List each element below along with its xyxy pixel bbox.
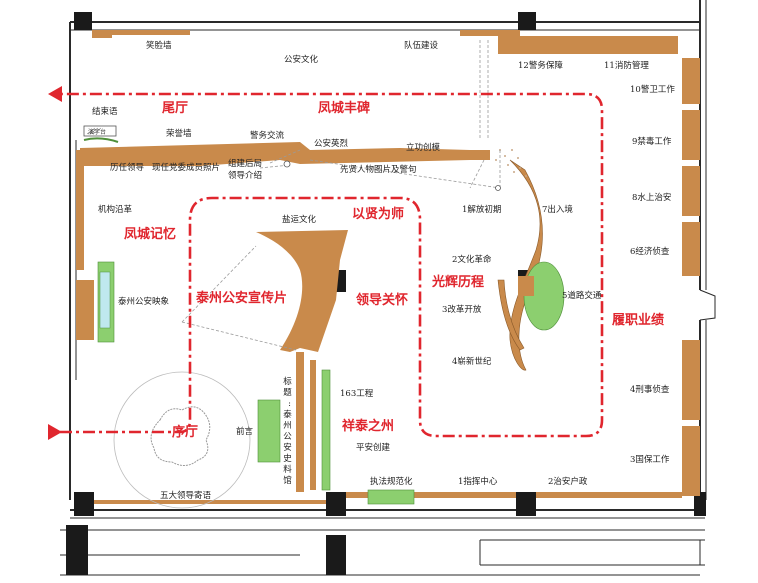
structural-columns xyxy=(66,12,706,575)
label-taizhou-video: 泰州公安映象 xyxy=(118,296,170,307)
label-museum-title: 标题:泰州公安史料馆 xyxy=(283,376,293,486)
label-police-culture: 公安文化 xyxy=(284,54,319,65)
label-police-support: 12警务保障 xyxy=(518,60,563,71)
label-entry-exit: 7出入境 xyxy=(542,204,573,215)
label-police-exchange: 警务交流 xyxy=(250,130,285,141)
label-road-traffic: 5道路交通 xyxy=(562,290,602,301)
label-institutional-history: 机构沿革 xyxy=(98,204,133,215)
museum-title-glyph: 题 xyxy=(283,388,293,398)
museum-title-glyph: : xyxy=(288,399,292,409)
route-arrow-exit xyxy=(48,86,62,102)
label-current-members: 现任党委成员照片 xyxy=(152,162,220,173)
label-cultural-revolution: 2文化革命 xyxy=(452,254,492,265)
label-leader-intro: 领导介绍 xyxy=(228,170,262,181)
visit-route xyxy=(60,92,604,438)
label-podium: 演字台 xyxy=(88,128,106,136)
zone-taizhou-promo: 泰州公安宣传片 xyxy=(195,290,287,306)
label-leading-group: 组建后局 xyxy=(228,158,262,169)
video-screen xyxy=(99,271,111,329)
label-law-enforcement: 执法规范化 xyxy=(370,476,413,487)
museum-title-glyph: 公 xyxy=(283,432,293,442)
podium-box xyxy=(83,125,117,137)
zone-fengcheng-monument: 凤城丰碑 xyxy=(318,100,370,116)
label-guard-work: 10警卫工作 xyxy=(630,84,675,95)
zone-tail-hall: 尾厅 xyxy=(162,101,188,116)
promo-screen-shape xyxy=(256,230,348,352)
zone-glory-history: 光辉历程 xyxy=(431,274,484,290)
museum-title-glyph: 史 xyxy=(283,453,293,464)
prelude-sculpture xyxy=(150,406,211,466)
label-command-center: 1指挥中心 xyxy=(458,476,498,487)
label-closing: 结束语 xyxy=(92,106,118,117)
building-walls xyxy=(60,0,716,576)
label-peaceful-building: 平安创建 xyxy=(356,442,391,453)
label-liberation-era: 1解放初期 xyxy=(462,204,501,215)
light-marker xyxy=(283,160,291,168)
museum-title-glyph: 安 xyxy=(283,442,293,453)
label-smile-wall: 笑脸墙 xyxy=(146,40,172,51)
label-heroes: 公安英烈 xyxy=(314,138,349,149)
label-public-security-admin: 2治安户政 xyxy=(548,476,588,487)
label-criminal-investigation: 4刑事侦查 xyxy=(630,384,670,395)
label-economic-investigation: 6经济侦查 xyxy=(630,246,670,257)
label-fire-management: 11消防管理 xyxy=(604,60,649,71)
label-state-security: 3国保工作 xyxy=(630,454,670,465)
label-team-building: 队伍建设 xyxy=(404,40,439,51)
museum-title-glyph: 州 xyxy=(283,421,293,431)
label-leader-messages: 五大领导寄语 xyxy=(160,490,212,501)
label-water-security: 8水上治安 xyxy=(632,192,671,203)
zone-yixian-weishi: 以贤为师 xyxy=(352,206,404,222)
label-meritorious: 立功创模 xyxy=(406,142,441,153)
prelude-circle xyxy=(113,371,251,509)
guide-lines xyxy=(181,40,501,351)
label-honor-wall: 荣誉墙 xyxy=(166,128,192,139)
label-reform-opening: 3改革开放 xyxy=(442,304,482,315)
dotted-sand-area xyxy=(495,149,527,177)
museum-title-glyph: 料 xyxy=(283,464,293,475)
label-new-century: 4崭新世纪 xyxy=(452,356,492,367)
label-163-project: 163工程 xyxy=(340,389,374,399)
label-preface: 前言 xyxy=(236,426,254,437)
zone-prelude: 序厅 xyxy=(172,424,198,440)
zone-leader-care: 领导关怀 xyxy=(356,292,408,308)
zone-fengcheng-memory: 凤城记忆 xyxy=(124,226,176,242)
label-pioneers: 先贤人物图片及警句 xyxy=(340,164,417,175)
label-salt-culture: 盐运文化 xyxy=(282,214,317,225)
label-past-leaders: 历任领导 xyxy=(110,162,145,173)
route-arrow-entry xyxy=(48,424,62,440)
label-drug-control: 9禁毒工作 xyxy=(632,136,672,147)
zone-duty-performance: 履职业绩 xyxy=(612,312,664,328)
museum-title-glyph: 馆 xyxy=(283,475,293,486)
museum-title-glyph: 泰 xyxy=(283,409,293,420)
curved-history-walls xyxy=(497,159,543,371)
light-marker xyxy=(495,185,501,191)
display-walls xyxy=(76,30,700,504)
zone-xiangtai-zhizhou: 祥泰之州 xyxy=(342,418,394,434)
museum-title-glyph: 标 xyxy=(283,376,293,387)
